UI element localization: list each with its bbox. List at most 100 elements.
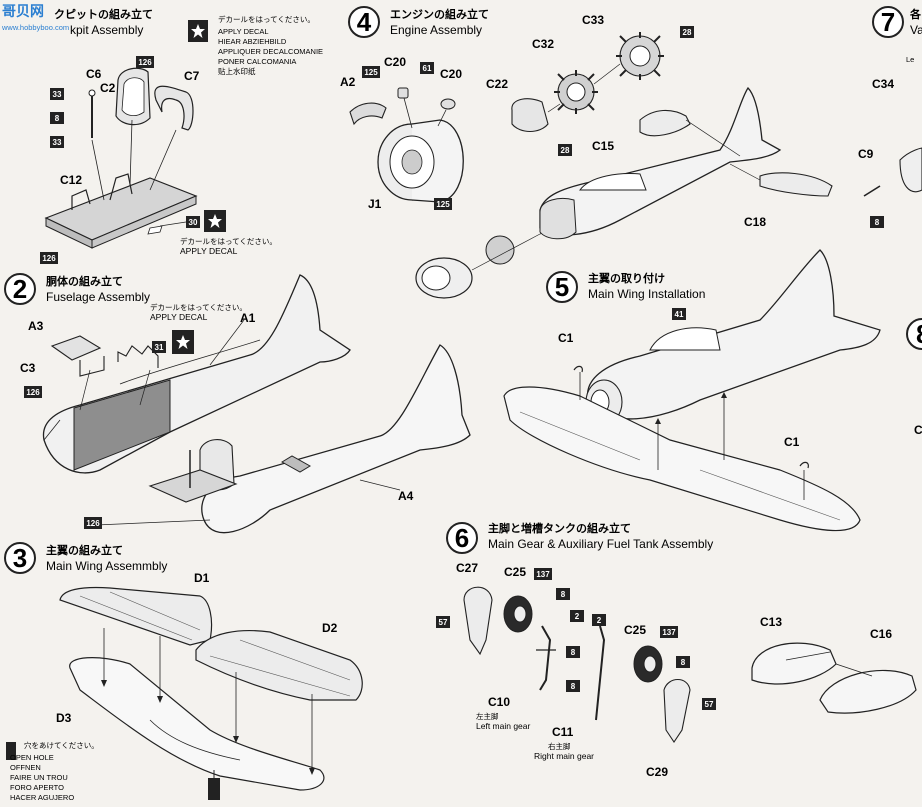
callout-badge: 125 [434,198,452,210]
callout-badge: 125 [362,66,380,78]
callout-badge: 126 [40,252,58,264]
svg-text:126: 126 [42,254,56,263]
step-number-badge [348,6,380,38]
part-label-c20: C20 [440,67,462,81]
part-label-c12: C12 [60,173,82,187]
part-label-d1: D1 [194,571,210,585]
svg-text:31: 31 [155,343,164,352]
callout-badge: 31 [152,341,166,353]
gear-strut-part [595,625,606,721]
step5-title-ja: 主翼の取り付け [588,271,665,285]
part-label-c11: C11 [552,725,574,739]
callout-badge: 57 [702,698,716,710]
step4-title-ja: エンジンの組み立て [390,7,489,21]
small-clip-part [799,461,809,469]
armor-plate-part [154,85,194,131]
part-label-c7: C7 [184,69,200,83]
stick-grip [88,89,96,97]
antenna-part [863,185,881,197]
watermark: 哥贝网 www.hobbyboo.com [1,3,69,32]
part-label-c: C [914,423,922,437]
horizontal-stabilizer-part [759,172,833,197]
svg-text:126: 126 [86,519,100,528]
callout-badge: 33 [50,88,64,100]
callout-badge: 2 [570,610,584,622]
horizontal-stabilizer-part [639,109,691,137]
step-number-badge [872,6,904,38]
step3-number: 3 [13,543,27,573]
part-label-c3: C3 [20,361,36,375]
seat-pan [121,77,145,116]
watermark-url: www.hobbyboo.com [1,23,69,32]
step8-number: 8 [916,319,922,349]
svg-text:8: 8 [571,648,576,657]
step2-fuselage-section: 2 胴体の組み立て Fuselage Assembly デカールをはってください… [4,273,471,534]
svg-text:33: 33 [53,90,62,99]
step1-title-ja: クピットの組み立て [54,7,153,21]
left-gear-ja: 左主脚 [476,711,499,721]
callout-badge: 126 [136,56,154,68]
svg-text:8: 8 [681,658,686,667]
callout-badge: 137 [660,626,678,638]
svg-text:28: 28 [561,146,570,155]
part-label-c13: C13 [760,615,782,629]
step4-number: 4 [357,7,372,37]
step2-decal-en: APPLY DECAL [150,312,208,322]
callout-badge: 30 [186,216,200,228]
step-number-badge [4,542,36,574]
main-wing-assembled [503,386,861,532]
step6-title-en: Main Gear & Auxiliary Fuel Tank Assembly [488,537,713,551]
callout-badge: 28 [558,144,572,156]
svg-text:126: 126 [138,58,152,67]
decal-notice-line: PONER CALCOMANIA [218,57,296,66]
fuselage-assembled [586,249,881,420]
assembly-guide-lines [91,119,177,201]
svg-text:30: 30 [189,218,198,227]
gearbox-part [511,98,549,133]
callout-badge: 8 [556,588,570,600]
callout-badge: 126 [24,386,42,398]
step6-number: 6 [455,523,469,553]
engine-exploded [485,235,515,265]
drill-hole-icon [208,778,220,800]
svg-text:61: 61 [423,64,432,73]
part-label-c25: C25 [624,623,646,637]
part-label-c32: C32 [532,37,554,51]
callout-badge: 137 [534,568,552,580]
svg-text:8: 8 [571,682,576,691]
left-gear-en: Left main gear [476,721,531,731]
hole-note-line: HACER AGUJERO [10,793,74,802]
tail-part [899,147,922,193]
part-label-c25: C25 [504,565,526,579]
part-label-c10: C10 [488,695,510,709]
exhaust-part [349,102,387,126]
svg-text:41: 41 [675,310,684,319]
fuselage-right-half [201,344,471,534]
svg-text:137: 137 [536,570,550,579]
assembly-guide-lines [579,372,805,500]
small-engine-part [440,98,456,110]
callout-badge: 61 [420,62,434,74]
engine-cylinder-rear [616,32,664,80]
callout-badge: 2 [592,614,606,626]
step5-wing-installation-section: 5 主翼の取り付け Main Wing Installation C1 C1 4… [503,249,881,532]
callout-badge: 41 [672,308,686,320]
part-label-a4: A4 [398,489,414,503]
part-label-c6: C6 [86,67,102,81]
decal-notice-line: HIEAR ABZIEHBILD [218,37,287,46]
step7-title-ja: 各 [909,7,922,21]
svg-text:125: 125 [436,200,450,209]
watermark-title: 哥贝网 [2,3,44,19]
hole-note-line: FAIRE UN TROU [10,773,68,782]
step2-title-ja: 胴体の組み立て [46,274,123,288]
decal-notice-line: APPLIQUER DECALCOMANIE [218,47,323,56]
step-number-badge [906,318,922,350]
step-number-badge [546,271,578,303]
step1-title-en: kpit Assembly [70,23,143,37]
part-label-c33: C33 [582,13,604,27]
step3-hole-ja: 穴をあけてください。 [24,740,99,750]
part-label-c2: C2 [100,81,116,95]
hole-note-line: FORO APERTO [10,783,64,792]
part-label-a3: A3 [28,319,44,333]
